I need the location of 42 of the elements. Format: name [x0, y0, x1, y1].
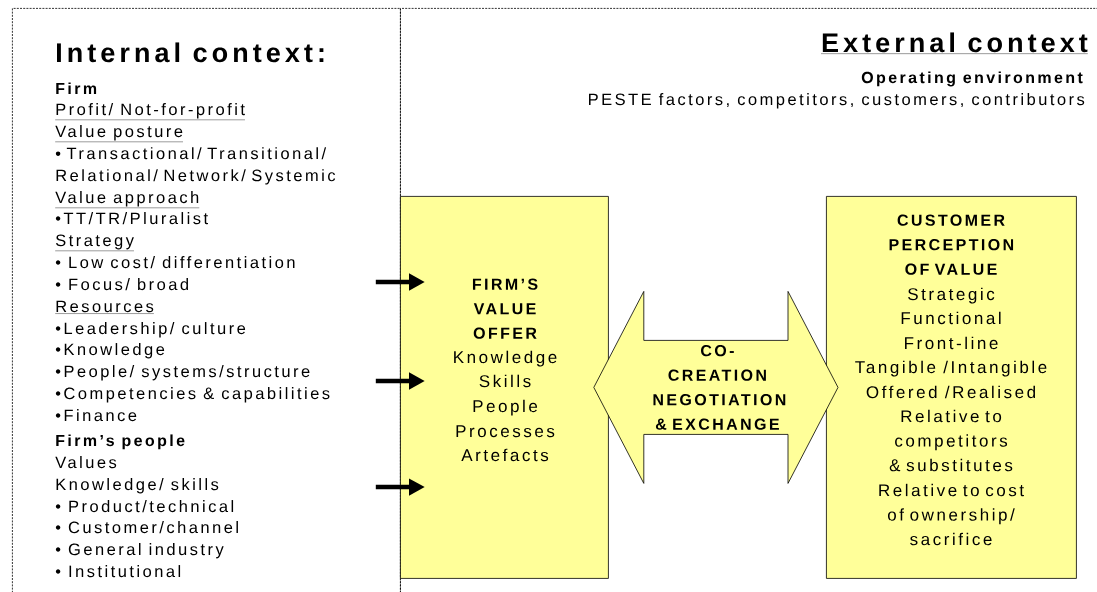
box-text: Strategic [908, 287, 995, 304]
box-text: Tangible /Intangible [855, 360, 1047, 377]
box-text: Offered /Realised [866, 385, 1035, 399]
subheading: Value posture [55, 125, 184, 143]
list-item: •Finance [55, 409, 137, 422]
subheading: Strategy [55, 234, 135, 252]
section-heading: Firm [56, 82, 97, 94]
box-heading: FIRM’S VALUE OFFER [472, 278, 538, 339]
panel-heading: External context [820, 32, 1088, 54]
box-text: Relative to competitors & substitutes [889, 409, 1013, 472]
list-item: • Institutional [55, 565, 181, 578]
list-item: •Knowledge [55, 343, 165, 359]
box-text: Front-line [905, 336, 998, 350]
list-item: • Transactional/ Transitional/ Relational/ Network/ Systemic [55, 147, 336, 185]
list-item: •People/ systems/structure [55, 365, 310, 381]
list-item: Knowledge/ skills [56, 478, 219, 494]
subheading: Profit/ Not-for-profit [55, 103, 246, 121]
section-heading: Operating environment [861, 71, 1083, 87]
list-item: •TT/TR/Pluralist [55, 212, 208, 225]
arrow-label: CO-CREATION NEGOTIATION & EXCHANGE [653, 345, 786, 430]
list-item: •Competencies & capabilities [55, 387, 330, 403]
box-text: Functional [901, 311, 1001, 325]
list-item: • Product/technical [55, 500, 234, 513]
box-text: Artefacts [461, 448, 549, 462]
subheading: Resources [55, 300, 155, 314]
subheading: Value approach [55, 191, 200, 209]
double-arrow [593, 291, 839, 484]
list-item: • Low cost/ differentiation [55, 256, 295, 269]
list-item: • General industry [55, 543, 224, 559]
list-item: PESTE factors, competitors, customers, contributors [589, 93, 1085, 109]
list-item: •Leadership/ culture [55, 322, 246, 338]
panel-heading: Internal context: [57, 42, 324, 63]
box-text: Knowledge [454, 350, 557, 367]
box-text: Skills [479, 374, 531, 388]
list-item: • Customer/channel [55, 521, 238, 534]
section-heading: Firm’s people [56, 434, 185, 450]
list-item: • Focus/ broad [55, 278, 188, 291]
box-text: Processes [456, 425, 555, 438]
list-item: Values [55, 456, 117, 469]
box-text: People [473, 399, 538, 416]
box-heading: CUSTOMER PERCEPTION OF VALUE [889, 214, 1014, 275]
box-text: Relative to cost of ownership/ sacrifice [879, 483, 1024, 546]
